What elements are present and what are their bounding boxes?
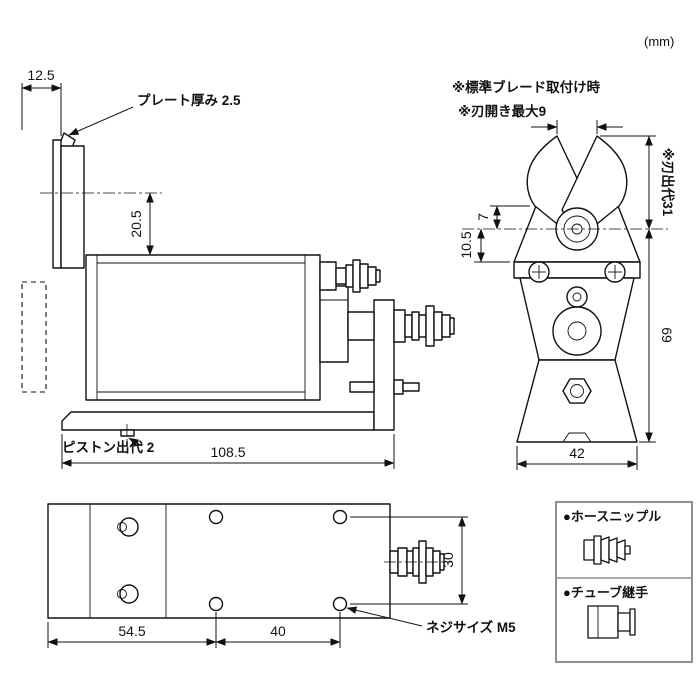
dim-54-5-40: 54.5 40 [47, 612, 341, 648]
dim-10-5: 10.5 [458, 228, 510, 263]
dim-69: 69 [639, 228, 675, 443]
dim-20-5-label: 20.5 [128, 210, 144, 237]
valve-block [319, 285, 349, 363]
screw-size-label: ネジサイズ M5 [426, 619, 516, 635]
plate-thickness-note: プレート厚み 2.5 [68, 93, 241, 136]
screw-size-note: ネジサイズ M5 [346, 606, 516, 635]
dim-42-label: 42 [569, 445, 585, 461]
dim-blade-opening [531, 120, 623, 134]
blade-opening-note: ※刃開き最大9 [458, 103, 546, 119]
hose-nipple-center [347, 305, 455, 347]
dim-42: 42 [516, 445, 638, 470]
tube-fitting-icon [587, 605, 636, 639]
blade-holder [60, 145, 85, 269]
dim-blade-protrude: ※刃出代31 [600, 135, 676, 230]
legend-hose-nipple-label: ●ホースニップル [563, 509, 661, 524]
dim-54-5-label: 54.5 [118, 623, 145, 639]
standard-blade-note: ※標準ブレード取付け時 [452, 79, 601, 95]
mounting-bracket [61, 299, 395, 431]
piston-note-label: ピストン出代 2 [62, 439, 154, 455]
hose-nipple-bottom-view [384, 540, 452, 584]
piston-tip [120, 429, 135, 437]
legend-tube-fitting-label: ●チューブ継手 [563, 585, 648, 600]
dim-12-5: 12.5 [21, 67, 62, 136]
dim-108-5-label: 108.5 [210, 444, 245, 460]
screw-holes [208, 509, 348, 612]
dim-7-label: 7 [475, 213, 491, 221]
unit-label: (mm) [644, 34, 674, 49]
dim-10-5-label: 10.5 [458, 231, 474, 258]
side-view: 12.5 プレート厚み 2.5 20.5 ピストン出代 2 108.5 [21, 67, 455, 469]
cylinder-body [85, 254, 321, 401]
dim-69-label: 69 [659, 327, 675, 343]
keyhole-slots [117, 517, 139, 604]
front-view: ※標準ブレード取付け時 ※刃開き最大9 [452, 79, 676, 470]
hose-nipple-top [319, 259, 381, 293]
dim-108-5: 108.5 [61, 434, 395, 469]
phantom-head-outline [21, 281, 47, 393]
dim-blade-protrude-label: ※刃出代31 [660, 148, 676, 217]
dim-30-label: 30 [440, 552, 456, 568]
bottom-screw [349, 379, 420, 395]
dim-30: 30 [350, 516, 468, 605]
hose-nipple-icon [583, 535, 631, 565]
legend: ●ホースニップル ●チューブ継手 [555, 501, 693, 663]
dim-7: 7 [475, 205, 530, 230]
dim-20-5: 20.5 [128, 192, 154, 256]
bottom-view: 30 54.5 40 ネジサイズ M5 [47, 503, 516, 648]
legend-box [555, 501, 693, 663]
dim-12-5-label: 12.5 [27, 67, 54, 83]
body-screws [528, 261, 626, 356]
plate-thickness-label: プレート厚み 2.5 [137, 93, 241, 108]
dim-40-label: 40 [270, 623, 286, 639]
piston-note: ピストン出代 2 [62, 437, 154, 455]
mounting-plate [52, 139, 62, 269]
hex-nut [562, 378, 592, 404]
